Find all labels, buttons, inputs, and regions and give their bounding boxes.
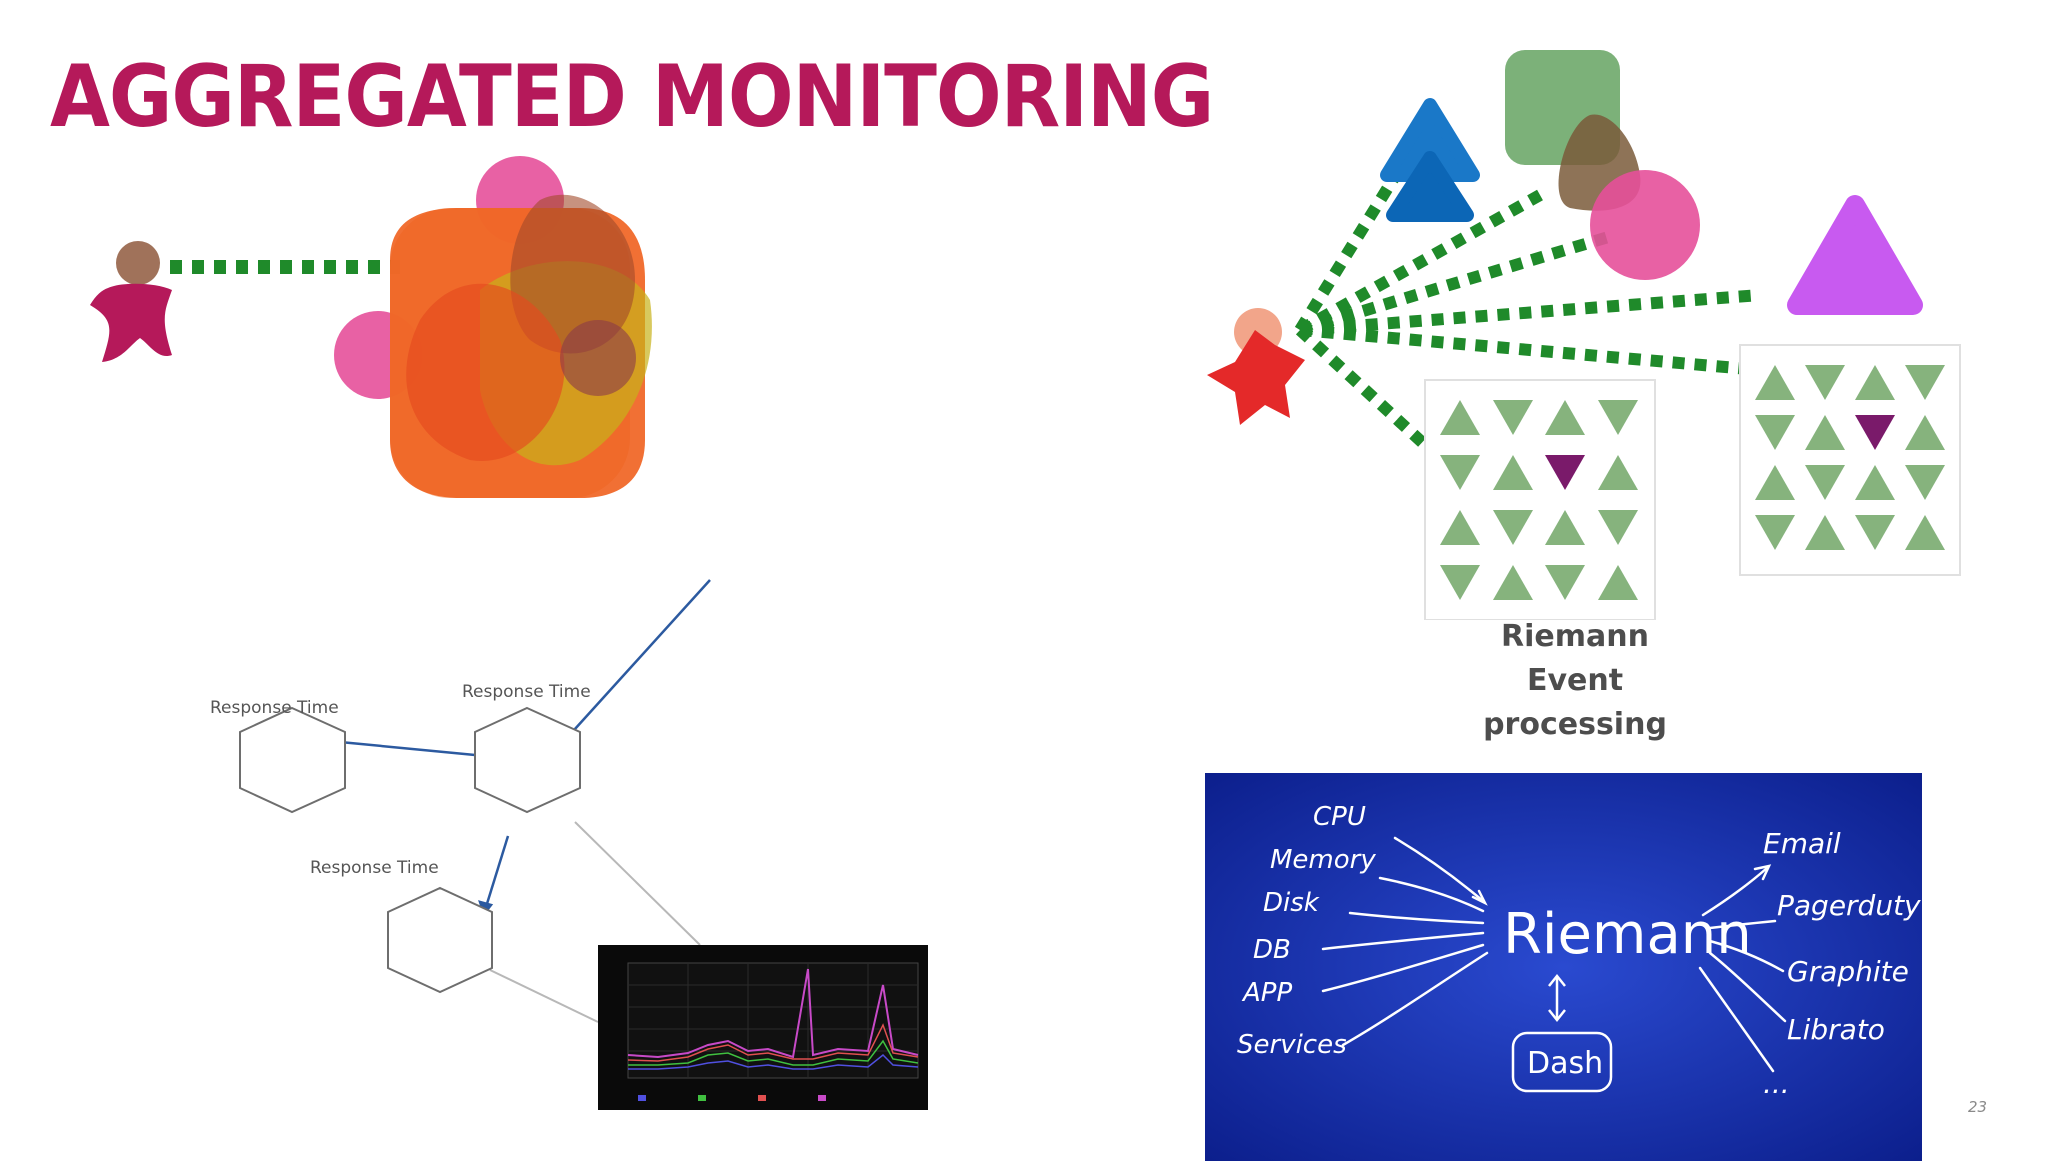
person-icon <box>90 241 172 362</box>
graph-legend <box>638 1095 826 1101</box>
output-arrows <box>1698 864 1787 1073</box>
server-grid-1 <box>1424 379 1656 620</box>
riemann-flow-diagram: CPU Memory Disk DB APP Services Riemann … <box>1205 773 1922 1161</box>
response-time-label-2: Response Time <box>462 682 591 702</box>
star-icon <box>1207 308 1305 425</box>
output-email: Email <box>1763 827 1841 860</box>
slide-title: AGGREGATED MONITORING <box>50 47 1214 147</box>
input-arrows <box>1321 836 1489 1047</box>
caption-line-3: processing <box>1483 707 1667 742</box>
input-cpu: CPU <box>1313 802 1366 832</box>
input-memory: Memory <box>1270 845 1376 875</box>
aggregation-illustration <box>90 156 652 498</box>
output-graphite: Graphite <box>1787 955 1909 988</box>
response-time-label-3: Response Time <box>310 858 439 878</box>
service-shapes <box>1505 50 1923 315</box>
hexagon-nodes <box>239 706 581 994</box>
response-time-label-1: Response Time <box>210 698 339 718</box>
dotted-lines <box>1294 156 1761 450</box>
blue-triangle-icon <box>1380 98 1480 222</box>
input-disk: Disk <box>1263 888 1320 918</box>
input-app: APP <box>1241 978 1292 1008</box>
input-db: DB <box>1253 935 1291 965</box>
server-grid-2 <box>1739 344 1961 576</box>
input-services: Services <box>1237 1030 1347 1060</box>
output-pagerduty: Pagerduty <box>1777 889 1921 922</box>
output-librato: Librato <box>1787 1013 1885 1046</box>
page-number: 23 <box>1968 1098 1988 1116</box>
topology-diagram: Response Time Response Time Response Tim… <box>190 570 950 1130</box>
output-more: ... <box>1763 1067 1790 1100</box>
riemann-caption: Riemann Event processing <box>1440 615 1710 747</box>
dash-connector <box>1511 973 1613 1093</box>
aggregated-blob-icon <box>334 156 652 498</box>
caption-line-1: Riemann <box>1501 619 1649 654</box>
riemann-center-label: Riemann <box>1503 902 1752 967</box>
caption-line-2: Event <box>1526 663 1624 698</box>
connector-lines <box>489 821 701 1023</box>
metrics-graph-thumbnail <box>598 945 928 1110</box>
dash-label: Dash <box>1527 1046 1603 1081</box>
riemann-network-illustration <box>1207 50 1961 620</box>
